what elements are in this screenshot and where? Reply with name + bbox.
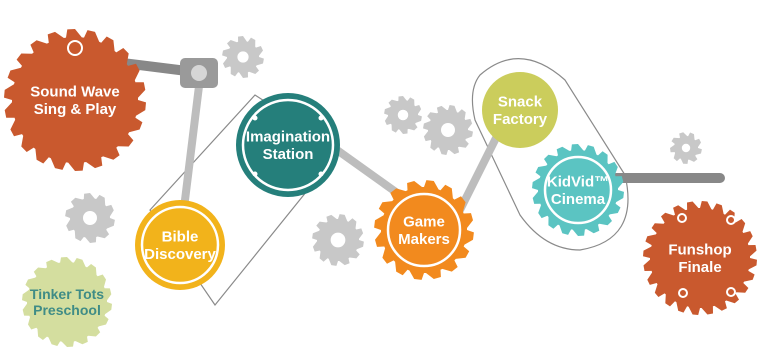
kidvid-cinema-label-line-1: Cinema: [551, 191, 606, 208]
gear-imagination-station: [236, 93, 340, 197]
gear-snack-factory: [482, 72, 558, 148]
imagination-station-hole-2: [252, 171, 258, 177]
decorative-gear-group: [65, 36, 702, 266]
sound-wave-gear-shape: [4, 29, 146, 171]
gear-kidvid-cinema: [532, 144, 624, 236]
gear-bible-discovery: [135, 200, 225, 290]
game-makers-label-line-0: Game: [403, 214, 445, 231]
gear-icon-top-hub: [237, 51, 249, 63]
outline-snack-kidvid: [471, 58, 629, 251]
kidvid-cinema-label-line-0: KidVid™: [547, 174, 609, 191]
funshop-finale-hole-3: [726, 287, 736, 297]
tinker-tots-gear-shape: [22, 257, 112, 347]
imagination-station-hole-3: [318, 171, 324, 177]
kidvid-cinema-inner-ring: [543, 155, 613, 225]
imagination-station-label-line-1: Station: [263, 146, 314, 163]
tinker-tots-label-line-1: Preschool: [33, 302, 101, 318]
bolt-center-icon: [191, 65, 207, 81]
imagination-station-label-line-0: Imagination: [246, 129, 330, 146]
snack-factory-circle-shape: [482, 72, 558, 148]
funshop-finale-label-line-1: Finale: [678, 259, 721, 276]
bible-discovery-circle-shape: [135, 200, 225, 290]
station-gear-group: [4, 29, 757, 347]
sound-wave-hole-0: [67, 40, 83, 56]
connector-wrench-bible: [181, 74, 204, 204]
funshop-finale-hole-2: [678, 288, 688, 298]
imagination-station-hole-1: [318, 115, 324, 121]
tinker-tots-label-line-0: Tinker Tots: [30, 286, 104, 302]
bible-discovery-inner-ring: [140, 205, 220, 285]
gear-sound-wave: [4, 29, 146, 171]
gear-tinker-tots: [22, 257, 112, 347]
game-makers-inner-ring: [386, 192, 462, 268]
imagination-station-inner-ring: [241, 98, 335, 192]
funshop-finale-label-line-0: Funshop: [668, 242, 731, 259]
sound-wave-label-line-1: Sing & Play: [34, 101, 117, 118]
snack-factory-label-line-0: Snack: [498, 94, 543, 111]
connector-imagination-game: [326, 141, 404, 199]
funshop-finale-hole-1: [726, 215, 736, 225]
sound-wave-label-line-0: Sound Wave: [30, 84, 119, 101]
funshop-finale-hole-0: [677, 213, 687, 223]
gear-icon-mid-b-hub: [441, 123, 455, 137]
gear-funshop-finale: [643, 201, 757, 315]
snack-factory-label-line-1: Factory: [493, 111, 548, 128]
bible-discovery-label-line-0: Bible: [162, 229, 199, 246]
funshop-finale-gear-shape: [643, 201, 757, 315]
game-makers-label-line-1: Makers: [398, 231, 450, 248]
gear-icon-right-hub: [681, 143, 691, 153]
gear-icon-left-hub: [83, 211, 97, 225]
imagination-station-circle-shape: [236, 93, 340, 197]
gear-game-makers: [374, 180, 474, 280]
bible-discovery-label-line-1: Discovery: [144, 246, 216, 263]
gear-icon-bottom-hub: [330, 232, 346, 248]
imagination-station-hole-0: [252, 115, 258, 121]
gear-icon-mid-a-hub: [397, 109, 409, 121]
